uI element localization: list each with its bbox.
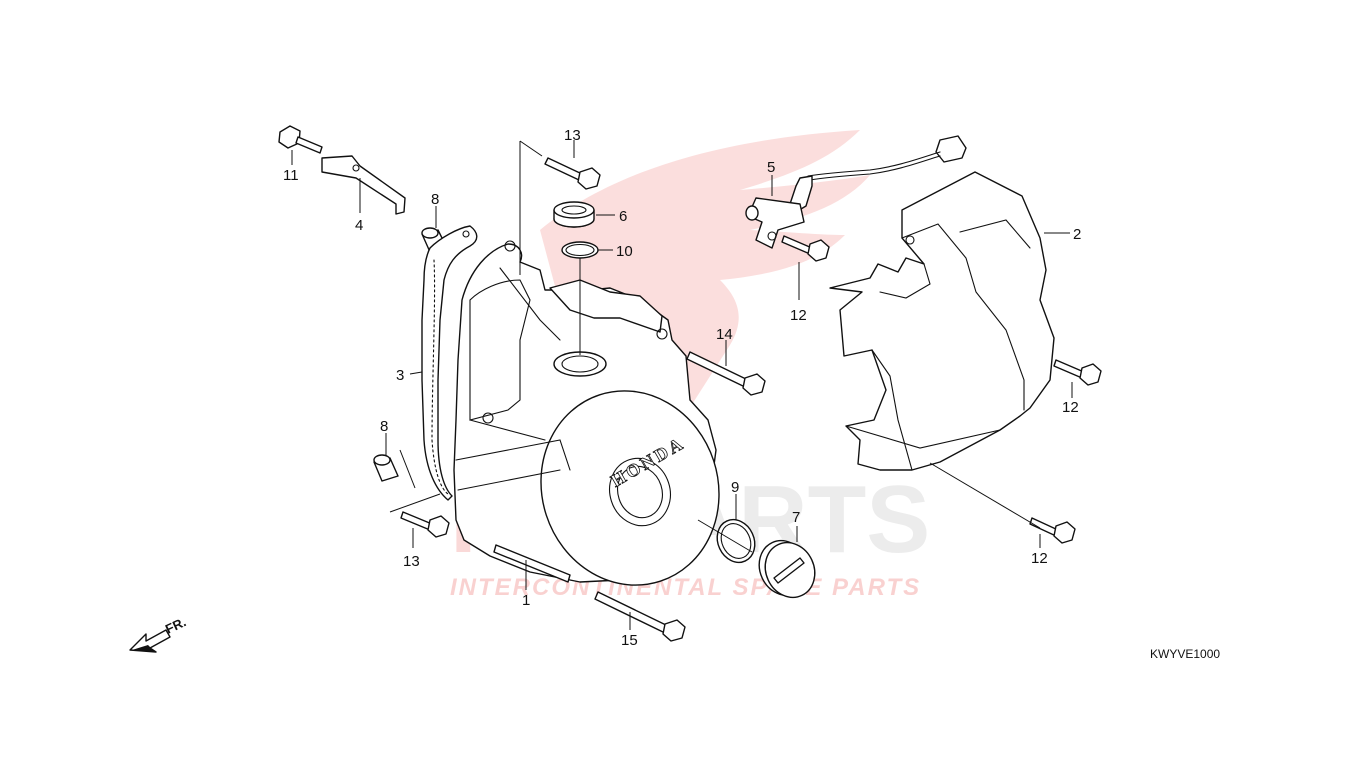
callout-5: 5 [767,159,775,176]
leader-lines [291,140,1073,630]
o-ring-9 [716,518,756,564]
callout-15: 15 [621,632,638,649]
o-ring-10 [561,241,599,259]
callout-10: 10 [616,243,633,260]
callout-3: 3 [396,367,404,384]
diagram-code: KWYVE1000 [1150,647,1220,661]
front-direction-marker: FR. [129,614,188,653]
left-crankcase-cover-1: HONDA [453,240,720,586]
sensor-5 [745,135,967,249]
callout-14: 14 [716,326,733,343]
callout-2: 2 [1073,226,1081,243]
bolt-13-bottom [400,511,450,538]
callout-labels: 1 2 3 4 5 6 7 8 8 9 10 11 12 12 12 13 13… [283,127,1081,649]
front-marker-label: FR. [163,614,188,636]
callout-13-top: 13 [564,127,581,144]
dowel-pin-8-bottom [373,454,399,482]
bolt-13-top [544,157,601,190]
callout-9: 9 [731,479,739,496]
timing-hole-cap-7 [758,539,816,599]
callout-11: 11 [283,167,299,184]
bolt-15 [594,591,686,642]
bolt-12-bottom [1029,517,1076,544]
callout-8-top: 8 [431,191,439,208]
watermark-tagline: INTERCONTINENTAL SPARE PARTS [450,574,921,601]
callout-4: 4 [355,217,363,234]
bolt-11 [278,125,323,154]
callout-13-bottom: 13 [403,553,420,570]
oil-filler-cap-6 [553,201,595,228]
gasket-3 [421,225,478,501]
bolt-12-upper [781,235,830,262]
callout-7: 7 [792,509,800,526]
bracket-4 [321,155,406,215]
callout-8-bottom: 8 [380,418,388,435]
bolt-12-right [1053,359,1102,386]
callout-6: 6 [619,208,627,225]
callout-12-right: 12 [1062,399,1079,416]
front-arrow-icon [129,629,171,653]
fan-shroud-2 [829,171,1055,471]
callout-12-bottom: 12 [1031,550,1048,567]
callout-12-upper: 12 [790,307,807,324]
bolt-14 [686,351,766,396]
callout-1: 1 [522,592,530,609]
